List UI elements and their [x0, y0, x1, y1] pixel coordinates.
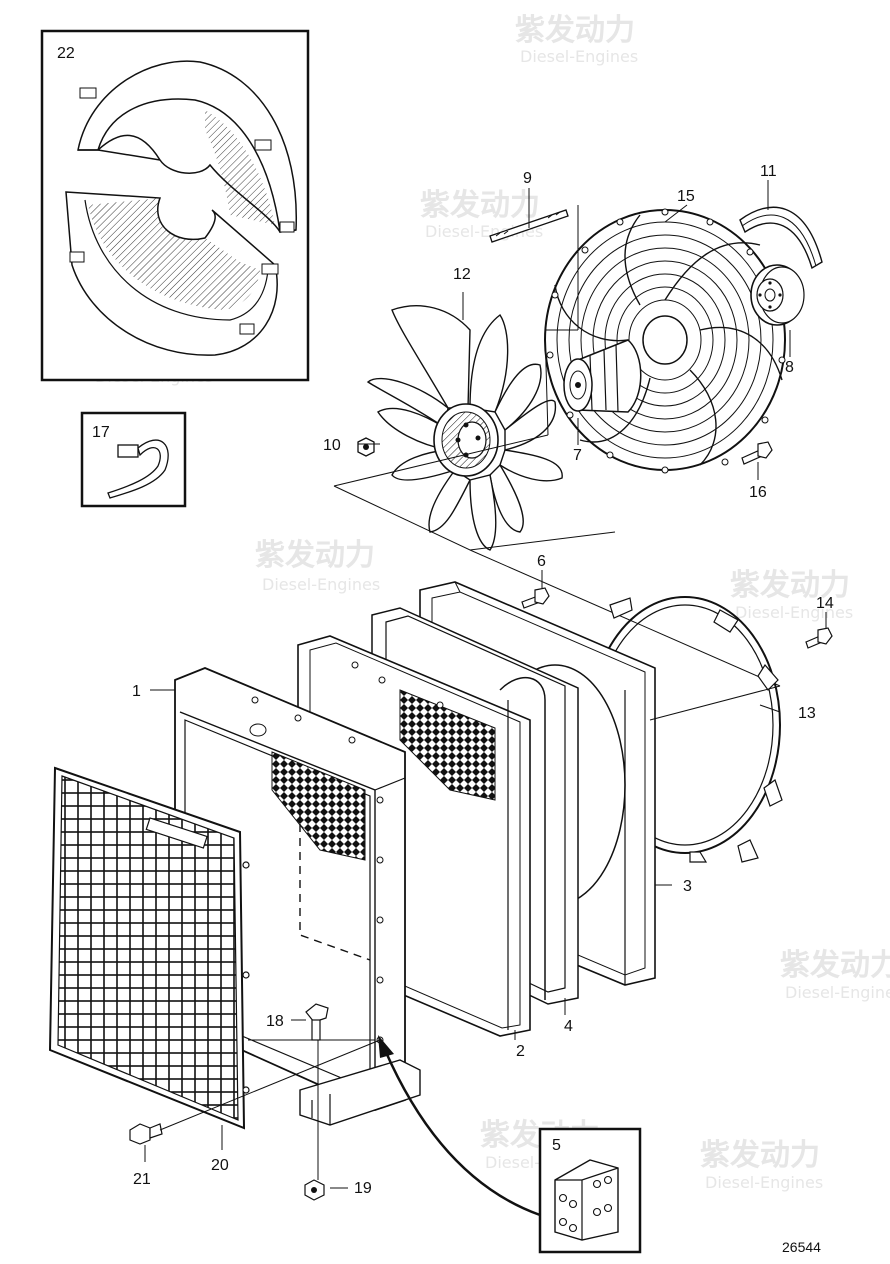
callout-15: 15	[677, 188, 695, 205]
callout-14: 14	[816, 595, 834, 612]
callout-6: 6	[537, 553, 546, 570]
watermark-en: Diesel-Engines	[262, 575, 380, 594]
drawing-number: 26544	[782, 1239, 821, 1255]
bolt-16	[741, 441, 773, 465]
watermark-8: 紫发动力 Diesel-Engines	[780, 948, 890, 1002]
watermark-en: Diesel-Engines	[705, 1173, 823, 1192]
callout-17: 17	[92, 424, 110, 441]
callout-19: 19	[354, 1180, 372, 1197]
bolt-18	[305, 1003, 329, 1041]
watermark-2: 紫发动力 Diesel-Engines	[420, 188, 543, 241]
fan-guard-15	[544, 208, 786, 474]
callout-4: 4	[564, 1018, 573, 1035]
callout-labels: 1 2 3 4 6 7 8 9 10 11 12 13 14 15 16 18 …	[132, 163, 834, 1197]
watermark-cn: 紫发动力	[700, 1138, 820, 1173]
callout-10: 10	[323, 437, 341, 454]
bolt-14	[805, 627, 833, 649]
callout-7: 7	[573, 447, 582, 464]
callout-21: 21	[133, 1171, 151, 1188]
watermark-4: 紫发动力 Diesel-Engines	[255, 538, 380, 594]
alignment-lines-upper	[333, 205, 781, 687]
inset-22-shroud: 22	[40, 29, 310, 382]
callout-1: 1	[132, 683, 141, 700]
fan-blade-12	[366, 305, 563, 551]
leader-lines	[144, 180, 827, 1189]
watermark-cn: 紫发动力	[730, 568, 850, 603]
nut-19	[304, 1179, 325, 1201]
callout-2: 2	[516, 1043, 525, 1060]
callout-9: 9	[523, 170, 532, 187]
watermark-en: Diesel-Engines	[520, 47, 638, 66]
watermark-cn: 紫发动力	[420, 188, 540, 223]
watermark-5: 紫发动力 Diesel-Engines	[730, 568, 853, 622]
watermark-en: Diesel-Engines	[785, 983, 890, 1002]
bolt-6	[521, 587, 550, 609]
grille-20	[48, 766, 250, 1130]
callout-11: 11	[760, 163, 777, 180]
bracket-pointer-arrow	[378, 1035, 541, 1217]
watermark-en: Diesel-Engines	[425, 222, 543, 241]
callout-13: 13	[798, 705, 816, 722]
callout-5: 5	[552, 1137, 561, 1154]
watermark-cn: 紫发动力	[515, 13, 635, 48]
callout-22: 22	[57, 45, 75, 62]
nut-10	[357, 437, 375, 457]
callout-18: 18	[266, 1013, 284, 1030]
bolt-21	[129, 1123, 163, 1145]
watermark-en: Diesel-Engines	[735, 603, 853, 622]
callout-8: 8	[785, 359, 794, 376]
inset-5-bracket: 5	[538, 1127, 642, 1254]
watermark-1: 紫发动力 Diesel-Engines	[515, 13, 638, 66]
callout-16: 16	[749, 484, 767, 501]
watermark-cn: 紫发动力	[255, 538, 375, 573]
callout-12: 12	[453, 266, 471, 283]
watermark-10: 紫发动力 Diesel-Engines	[700, 1138, 823, 1192]
fan-ring-13	[589, 596, 783, 863]
watermark-cn: 紫发动力	[780, 948, 890, 983]
inset-17-cable-tie: 17	[80, 411, 187, 508]
callout-20: 20	[211, 1157, 229, 1174]
belt-11	[739, 206, 823, 270]
fan-hub-7	[563, 339, 642, 413]
callout-3: 3	[683, 878, 692, 895]
pulley-8	[750, 264, 805, 326]
